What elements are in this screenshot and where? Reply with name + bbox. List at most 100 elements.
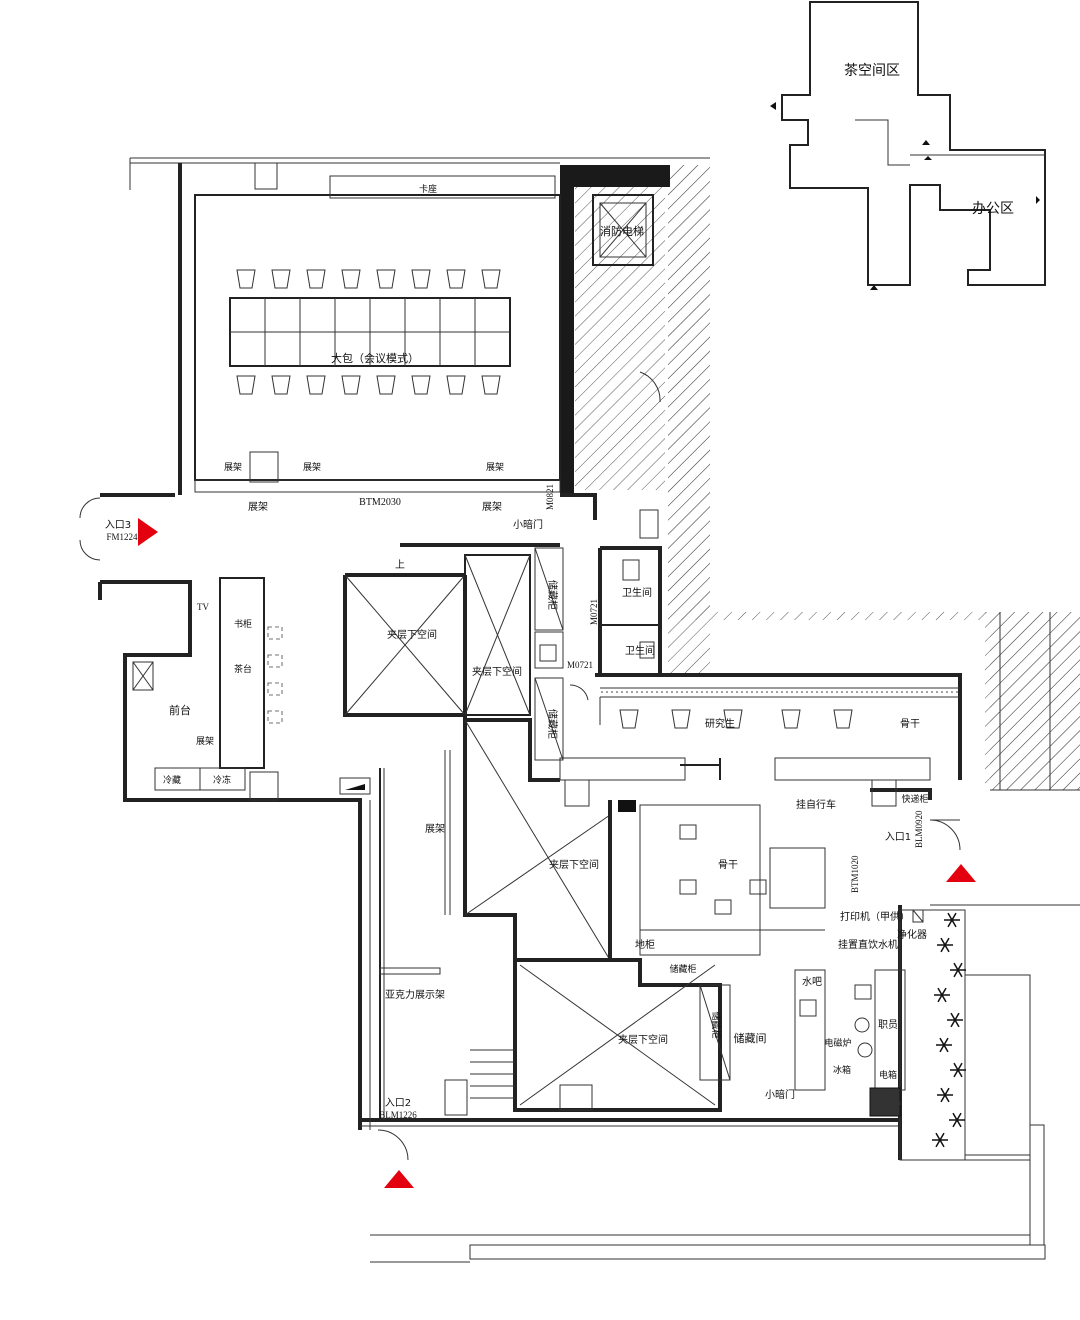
small-door-label-2: 小暗门 bbox=[765, 1088, 795, 1101]
conference-chair bbox=[341, 269, 361, 289]
plant-icon bbox=[936, 1037, 952, 1053]
storage-cabinet-label-1: 储藏柜 bbox=[546, 580, 559, 610]
entry-1-label: 入口1 bbox=[885, 832, 911, 843]
backbone-label-1: 骨干 bbox=[900, 718, 920, 730]
display-rack-label-5: 展架 bbox=[482, 501, 502, 513]
door-code-btm2030: BTM2030 bbox=[359, 497, 401, 508]
conference-chair bbox=[376, 375, 396, 395]
small-door-label-1: 小暗门 bbox=[513, 518, 543, 531]
hatched-areas bbox=[560, 165, 1080, 790]
conference-chair bbox=[306, 375, 326, 395]
card-seats-label: 卡座 bbox=[419, 183, 437, 195]
conference-chairs-bottom bbox=[236, 375, 501, 395]
printer-label: 打印机（甲供） bbox=[840, 910, 910, 923]
entry-1-marker bbox=[946, 864, 976, 882]
fire-elevator: 消防电梯 bbox=[592, 194, 654, 266]
room-labels: 大包（会议模式） 卡座 展架 展架 展架 展架 展架 展架 展架 BTM2030… bbox=[163, 183, 929, 1101]
door-code-m0821: M0821 bbox=[545, 484, 555, 510]
conference-chair bbox=[271, 375, 291, 395]
fridge-label: 冰箱 bbox=[833, 1064, 851, 1076]
door-code-m0721-a: M0721 bbox=[589, 599, 599, 625]
researcher-label: 研究生 bbox=[705, 717, 735, 730]
stove-label: 电磁炉 bbox=[824, 1037, 851, 1049]
express-cabinet-label: 快递柜 bbox=[901, 793, 928, 805]
tea-table-label: 茶台 bbox=[234, 663, 252, 675]
display-rack-label-7: 展架 bbox=[196, 736, 214, 747]
entry-labels: 入口3 FM1224 入口2 BLM1226 入口1 BLM0920 bbox=[105, 520, 924, 1120]
conference-chair bbox=[306, 269, 326, 289]
entry-1-code: BLM0920 bbox=[914, 810, 924, 848]
fire-elevator-label: 消防电梯 bbox=[600, 224, 644, 238]
reception-area bbox=[132, 577, 283, 801]
plant-icon bbox=[934, 987, 950, 1003]
mezzanine-label-4: 夹层下空间 bbox=[618, 1033, 668, 1046]
researcher-chairs bbox=[619, 709, 853, 729]
door-code-btm1020: BTM1020 bbox=[850, 855, 860, 893]
backbone-office bbox=[618, 800, 826, 956]
display-rack-label-2: 展架 bbox=[303, 462, 321, 473]
plant-icon bbox=[950, 962, 966, 978]
storage-cabinets bbox=[534, 547, 731, 1081]
entry-3-code: FM1224 bbox=[106, 532, 138, 542]
water-bar-area bbox=[794, 909, 924, 1117]
book-cabinet-label: 书柜 bbox=[234, 618, 252, 630]
backbone-label-2: 骨干 bbox=[718, 859, 738, 871]
hang-bike-label: 挂自行车 bbox=[796, 798, 836, 811]
conference-chair bbox=[376, 269, 396, 289]
conference-table bbox=[229, 297, 511, 367]
mezzanine-label-2: 夹层下空间 bbox=[472, 665, 522, 678]
plant-icon bbox=[949, 1112, 965, 1128]
researcher-chair bbox=[671, 709, 691, 729]
electric-box-label: 电箱 bbox=[879, 1069, 897, 1081]
researcher-chair bbox=[781, 709, 801, 729]
conference-chair bbox=[341, 375, 361, 395]
stair-up-label: 上 bbox=[395, 559, 405, 571]
storage-cabinet-label-4: 储藏柜 bbox=[710, 1011, 722, 1038]
door-code-m0721-b: M0721 bbox=[567, 660, 593, 670]
tv-label: TV bbox=[197, 602, 209, 612]
staff-label: 职员 bbox=[878, 1019, 898, 1031]
doors bbox=[79, 371, 961, 1161]
research-desk-row bbox=[559, 687, 960, 807]
plant-icon bbox=[937, 1087, 953, 1103]
conference-chairs-top bbox=[236, 269, 501, 289]
walls bbox=[98, 157, 1080, 1263]
researcher-chair bbox=[833, 709, 853, 729]
conference-chair bbox=[236, 375, 256, 395]
tea-zone-label: 茶空间区 bbox=[844, 63, 900, 79]
conference-chair bbox=[271, 269, 291, 289]
key-plan: 茶空间区 办公区 bbox=[770, 1, 1046, 290]
wc-label-2: 卫生间 bbox=[625, 644, 655, 657]
plant-icon bbox=[947, 1012, 963, 1028]
conference-chair bbox=[481, 269, 501, 289]
storage-cabinet-label-3: 储藏柜 bbox=[669, 963, 696, 975]
mezzanine-voids bbox=[343, 543, 722, 1112]
display-racks bbox=[339, 750, 515, 1130]
plant-icon bbox=[944, 912, 960, 928]
conference-chair bbox=[411, 269, 431, 289]
entry-2-label: 入口2 bbox=[385, 1098, 411, 1109]
entry-2-marker bbox=[384, 1170, 414, 1188]
mezzanine-label-3: 夹层下空间 bbox=[549, 858, 599, 871]
storage-cabinet-label-2: 储藏柜 bbox=[546, 709, 559, 739]
conference-chair bbox=[481, 375, 501, 395]
researcher-chair bbox=[723, 709, 743, 729]
purifier-label: 净化器 bbox=[897, 928, 927, 941]
display-rack-label-1: 展架 bbox=[224, 462, 242, 473]
plant-icon bbox=[932, 1132, 948, 1148]
entry-3-label: 入口3 bbox=[105, 520, 131, 531]
acrylic-rack-label: 亚克力展示架 bbox=[385, 988, 445, 1001]
researcher-chair bbox=[619, 709, 639, 729]
mezzanine-label-1: 夹层下空间 bbox=[387, 628, 437, 641]
water-dispenser-label: 挂置直饮水机 bbox=[838, 938, 898, 951]
freezer-label: 冷冻 bbox=[213, 774, 231, 786]
office-zone-label: 办公区 bbox=[972, 201, 1014, 217]
conference-chair bbox=[236, 269, 256, 289]
display-rack-label-4: 展架 bbox=[248, 501, 268, 513]
private-room-label: 大包（会议模式） bbox=[331, 351, 419, 365]
water-bar-label: 水吧 bbox=[802, 976, 822, 988]
reception-label: 前台 bbox=[169, 703, 191, 717]
planter-plants bbox=[932, 912, 966, 1148]
entry-3-marker bbox=[138, 518, 158, 546]
